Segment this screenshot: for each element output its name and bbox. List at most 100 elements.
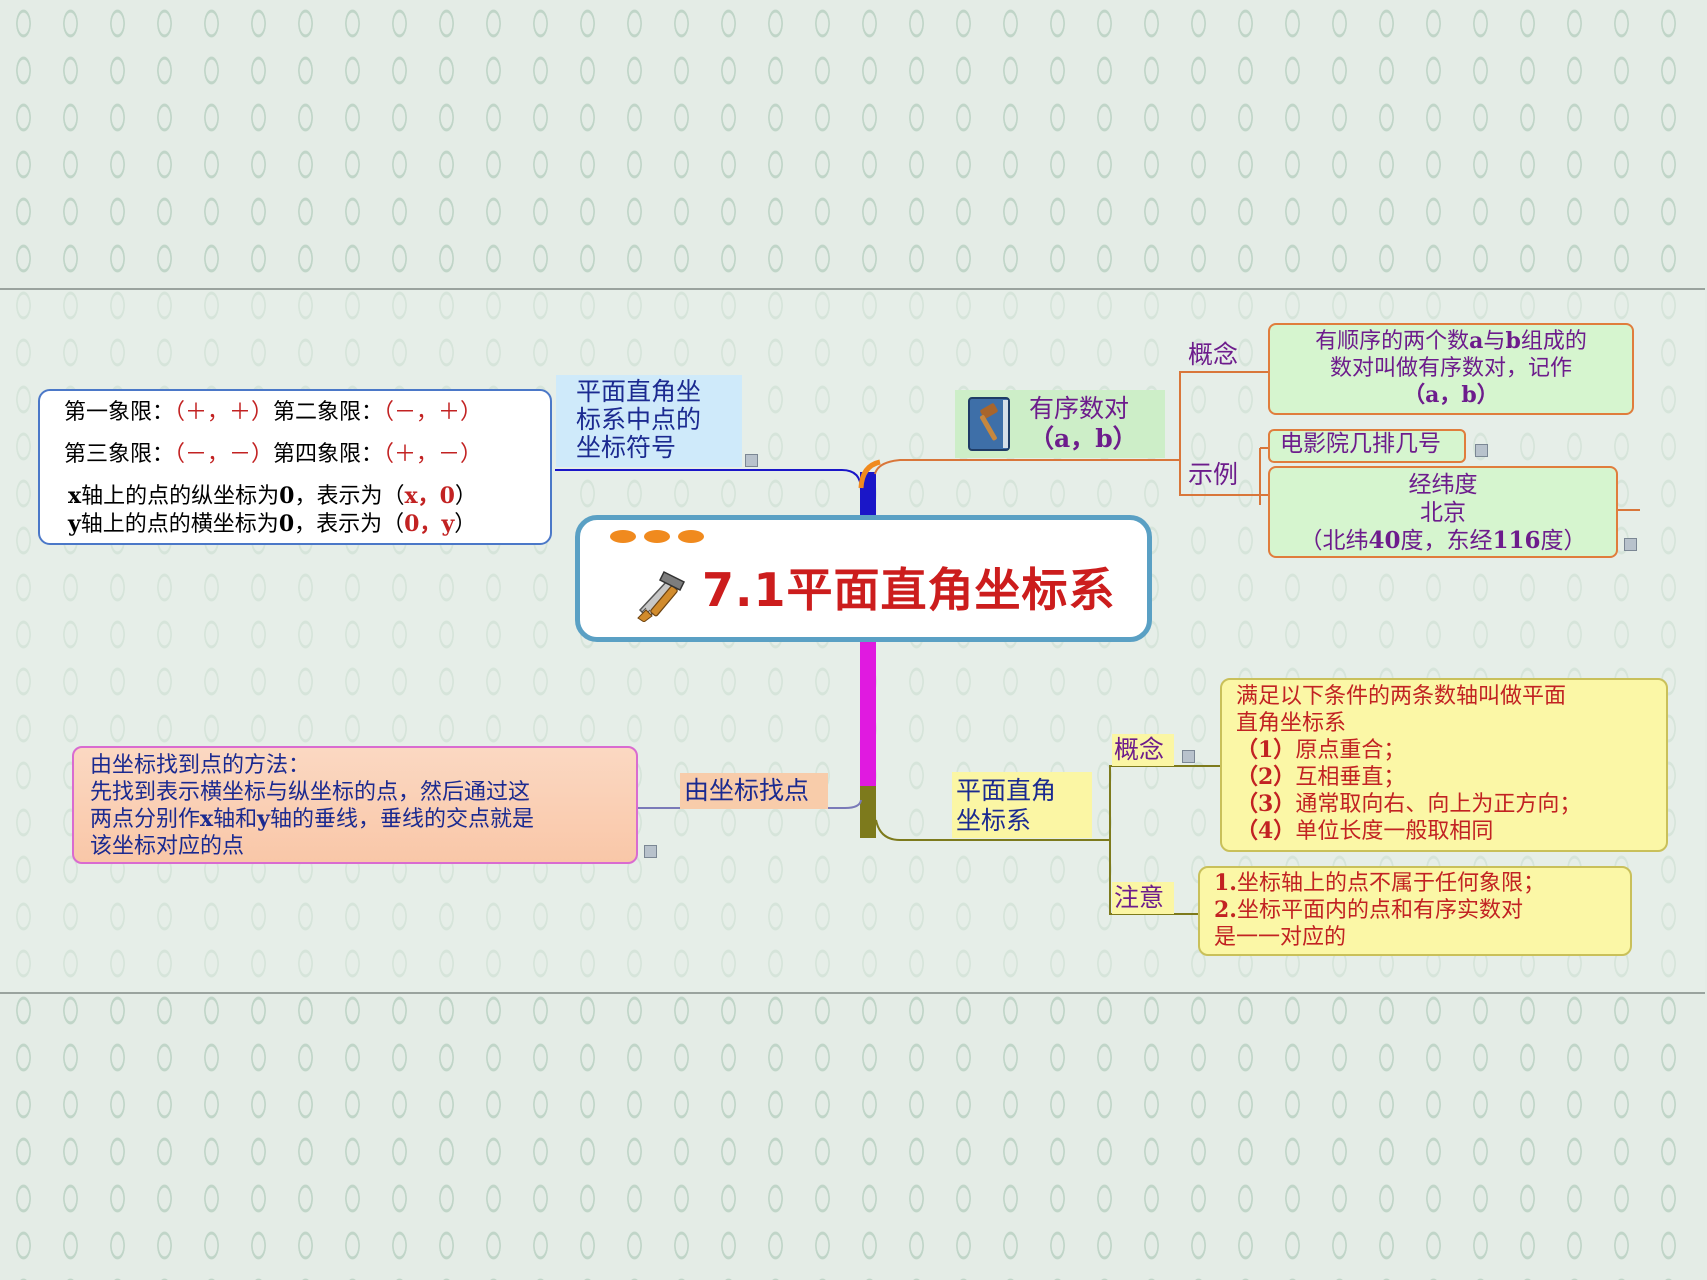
note-icon[interactable] — [644, 845, 657, 858]
x-axis-close: ） — [454, 484, 477, 509]
text-span: 度，东经 — [1400, 528, 1493, 554]
condition-num: （4） — [1236, 818, 1296, 844]
note-icon[interactable] — [1624, 538, 1637, 551]
label-concept-2: 概念 — [1114, 735, 1165, 764]
attention-num: 2. — [1214, 897, 1237, 923]
coordinate-system-concept-box[interactable]: 满足以下条件的两条数轴叫做平面 直角坐标系 （1）原点重合； （2）互相垂直； … — [1220, 678, 1668, 852]
example-cinema[interactable]: 电影院几排几号 — [1268, 429, 1466, 463]
branch-label-line: 有序数对 — [1029, 394, 1130, 423]
quadrant-signs-box[interactable]: 第一象限：（＋，＋）第二象限：（－，＋） 第三象限：（－，－）第四象限：（＋，－… — [38, 389, 552, 545]
text-span: 轴的垂线，垂线的交点就是 — [269, 807, 534, 832]
note-label-box[interactable]: 注意 — [1112, 882, 1174, 914]
attention-text: 是一一对应的 — [1214, 925, 1347, 950]
condition-text: 通常取向右、向上为正方向； — [1295, 792, 1582, 817]
text-span: 116 — [1492, 527, 1541, 554]
branch-label-line: 平面直角 — [956, 776, 1057, 805]
text-span: x — [200, 806, 214, 832]
text-span: b — [1505, 328, 1521, 354]
concept-label-box[interactable]: 概念 — [1112, 734, 1174, 766]
text-span: y — [257, 806, 270, 832]
condition-1: （1）原点重合； — [1236, 737, 1652, 764]
decor-dot — [644, 530, 670, 543]
branch-ordered-pair[interactable]: 有序数对 （a，b） — [955, 390, 1165, 458]
attention-line-2: 2.坐标平面内的点和有序实数对 — [1214, 897, 1616, 924]
condition-3: （3）通常取向右、向上为正方向； — [1236, 791, 1652, 818]
concept-line: 直角坐标系 — [1236, 711, 1347, 736]
text-span: 组成的 — [1520, 329, 1587, 354]
y-zero: 0 — [278, 511, 295, 537]
central-title: 7.1平面直角坐标系 — [702, 563, 1116, 617]
quadrant-row-2: 第三象限：（－，－）第四象限：（＋，－） — [64, 441, 482, 468]
branch-label-line: 平面直角坐 — [576, 377, 702, 406]
central-topic[interactable]: 7.1平面直角坐标系 — [575, 515, 1152, 642]
method-line-2: 先找到表示横坐标与纵坐标的点，然后通过这 — [90, 780, 531, 805]
x-axis-rule: x轴上的点的纵坐标为0，表示为（x，0） — [68, 483, 477, 510]
condition-text: 单位长度一般取相同 — [1295, 819, 1494, 844]
x-letter: x — [68, 483, 82, 509]
method-line-3: 两点分别作x轴和y轴的垂线，垂线的交点就是 — [90, 806, 620, 833]
latlong-line-2: 北京 — [1420, 500, 1466, 526]
method-line-1: 由坐标找到点的方法： — [90, 753, 311, 778]
condition-num: （2） — [1236, 764, 1296, 790]
branch-find-point[interactable]: 由坐标找点 — [680, 773, 828, 809]
label-concept[interactable]: 概念 — [1188, 340, 1239, 369]
quadrant-row-1: 第一象限：（＋，＋）第二象限：（－，＋） — [64, 399, 482, 426]
condition-4: （4）单位长度一般取相同 — [1236, 818, 1652, 845]
example-latlong-box[interactable]: 经纬度 北京 （北纬40度，东经116度） — [1268, 466, 1618, 558]
attention-text: 坐标平面内的点和有序实数对 — [1236, 898, 1523, 923]
x-zero: 0 — [279, 483, 295, 509]
quadrant-2-sign: （－，＋） — [383, 400, 483, 425]
note-icon[interactable] — [745, 454, 758, 467]
condition-text: 原点重合； — [1295, 738, 1406, 763]
method-line-4: 该坐标对应的点 — [90, 834, 245, 859]
y-letter: y — [68, 511, 81, 537]
quadrant-3-sign: （－，－） — [174, 442, 274, 467]
hammer-saw-icon — [637, 570, 686, 622]
attention-line-1: 1.坐标轴上的点不属于任何象限； — [1214, 870, 1616, 897]
branch-label-line: 标系中点的 — [576, 405, 702, 434]
attention-num: 1. — [1214, 870, 1237, 896]
branch-label-line: （a，b） — [1029, 424, 1138, 453]
note-icon[interactable] — [1475, 444, 1488, 457]
text-span: a — [1469, 328, 1484, 354]
attention-box[interactable]: 1.坐标轴上的点不属于任何象限； 2.坐标平面内的点和有序实数对 是一一对应的 — [1198, 866, 1632, 956]
quadrant-1-sign: （＋，＋） — [174, 400, 274, 425]
text-span: 与 — [1483, 329, 1506, 354]
concept-line-2: 数对叫做有序数对，记作 — [1329, 356, 1572, 381]
text-span: 两点分别作 — [90, 807, 201, 832]
x-axis-text: 轴上的点的纵坐标为 — [81, 484, 280, 509]
condition-2: （2）互相垂直； — [1236, 764, 1652, 791]
y-axis-close: ） — [454, 512, 477, 537]
text-span: 40 — [1368, 527, 1401, 554]
y-axis-rule: y轴上的点的横坐标为0，表示为（0，y） — [68, 511, 476, 538]
text-span: 有顺序的两个数 — [1315, 329, 1470, 354]
quadrant-3-label: 第三象限： — [64, 442, 175, 467]
text-span: （北纬 — [1299, 528, 1369, 554]
find-point-method-box[interactable]: 由坐标找到点的方法： 先找到表示横坐标与纵坐标的点，然后通过这 两点分别作x轴和… — [72, 746, 638, 864]
latlong-line-3: （北纬40度，东经116度） — [1270, 527, 1616, 555]
text-span: 轴和 — [213, 807, 258, 832]
book-gavel-icon — [968, 397, 1010, 451]
label-example[interactable]: 示例 — [1188, 460, 1239, 489]
quadrant-4-sign: （＋，－） — [383, 442, 483, 467]
text-span: 度） — [1540, 528, 1587, 554]
quadrant-1-label: 第一象限： — [64, 400, 175, 425]
y-axis-point: 0，y — [404, 511, 455, 537]
label-note: 注意 — [1114, 883, 1165, 912]
y-axis-text: 轴上的点的横坐标为 — [80, 512, 279, 537]
ordered-pair-concept-box[interactable]: 有顺序的两个数a与b组成的 数对叫做有序数对，记作 （a，b） — [1268, 323, 1634, 415]
branch-coordinate-system[interactable]: 平面直角 坐标系 — [952, 772, 1092, 838]
branch-label: 由坐标找点 — [684, 776, 810, 805]
x-axis-text-2: ，表示为（ — [294, 484, 405, 509]
latlong-line-1: 经纬度 — [1408, 472, 1478, 498]
y-axis-text-2: ，表示为（ — [294, 512, 405, 537]
attention-line-3: 是一一对应的 — [1214, 924, 1616, 951]
branch-coordinate-signs[interactable]: 平面直角坐 标系中点的 坐标符号 — [556, 375, 742, 467]
concept-line-3: （a，b） — [1403, 382, 1499, 408]
note-icon[interactable] — [1182, 750, 1195, 763]
condition-num: （1） — [1236, 737, 1296, 763]
concept-line: 满足以下条件的两条数轴叫做平面 — [1236, 684, 1567, 709]
condition-text: 互相垂直； — [1295, 765, 1406, 790]
decor-dot — [610, 530, 636, 543]
